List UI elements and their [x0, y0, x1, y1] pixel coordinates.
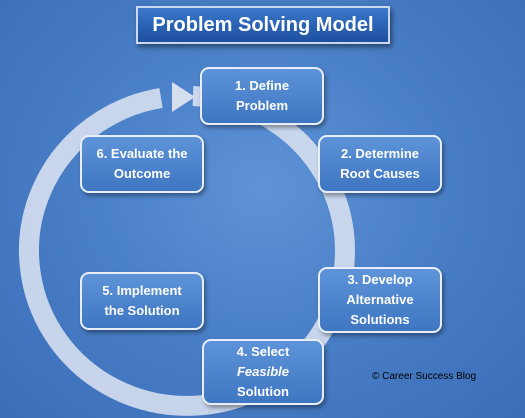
step-4-line1: 4. Select [236, 344, 290, 359]
step-2-line2: Root Causes [340, 166, 420, 181]
step-develop-alternative-solutions: 3. Develop Alternative Solutions [318, 267, 442, 333]
copyright-notice: © Career Success Blog [372, 371, 477, 382]
step-5-line2: the Solution [104, 303, 180, 318]
step-4-line3: Solution [237, 384, 289, 399]
step-6-line2: Outcome [113, 166, 171, 181]
cycle-arrowhead-icon [172, 82, 195, 112]
step-1-line1: 1. Define [234, 78, 290, 93]
step-define-problem: 1. Define Problem [200, 67, 324, 125]
step-6-line1: 6. Evaluate the [96, 146, 188, 161]
step-1-line2: Problem [235, 98, 288, 113]
step-2-line1: 2. Determine [340, 146, 420, 161]
step-select-feasible-solution: 4. Select Feasible Solution [202, 339, 324, 405]
step-implement-the-solution: 5. Implement the Solution [80, 272, 204, 330]
step-3-line2: Alternative [346, 292, 414, 307]
diagram-title: Problem Solving Model [136, 6, 390, 44]
step-evaluate-the-outcome: 6. Evaluate the Outcome [80, 135, 204, 193]
step-5-line1: 5. Implement [102, 283, 182, 298]
step-3-line3: Solutions [350, 312, 410, 327]
step-3-line1: 3. Develop [347, 272, 413, 287]
step-4-line2: Feasible [236, 364, 290, 379]
step-determine-root-causes: 2. Determine Root Causes [318, 135, 442, 193]
